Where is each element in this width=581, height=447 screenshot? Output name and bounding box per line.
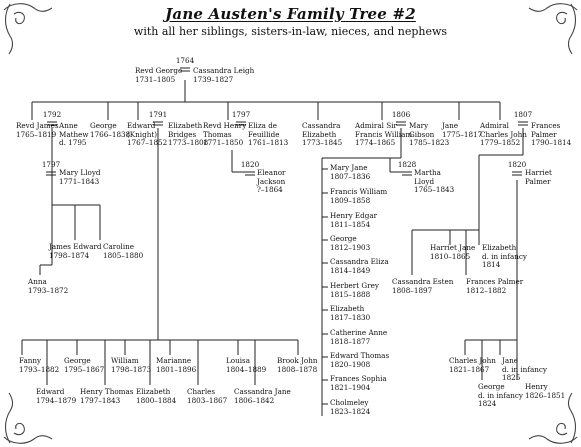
marriage-year-1791: 1791 bbox=[148, 110, 168, 119]
edward-child-fanny: Fanny 1793–1882 bbox=[19, 356, 60, 374]
person-george-infancy: George d. in infancy 1824 bbox=[478, 382, 523, 409]
person-francis-william: Admiral Sir Francis William 1774–1865 bbox=[355, 121, 413, 148]
edward-child-brook-john: Brook John 1808–1878 bbox=[277, 356, 318, 374]
diagram-subtitle: with all her siblings, sisters-in-law, n… bbox=[133, 25, 448, 38]
person-charles-john-jr: Charles John 1821–1867 bbox=[449, 356, 496, 374]
person-frances-palmer: Frances Palmer 1790–1814 bbox=[531, 121, 572, 148]
person-anna: Anna 1793–1872 bbox=[28, 277, 69, 295]
person-cassandra-elizabeth: Cassandra Elizabeth 1773–1845 bbox=[302, 121, 343, 148]
sibling-connectors bbox=[31, 80, 501, 120]
francis-child-6: Herbert Grey 1815–1888 bbox=[330, 281, 379, 299]
francis-child-9: Edward Thomas 1820–1908 bbox=[330, 351, 390, 369]
edward-child-william: William 1798–1873 bbox=[111, 356, 152, 374]
francis-branch bbox=[321, 128, 402, 416]
francis-child-5: Cassandra Eliza 1814–1849 bbox=[330, 257, 389, 275]
person-harriet-palmer: Harriet Palmer bbox=[525, 168, 552, 186]
francis-child-8: Catherine Anne 1818–1877 bbox=[330, 328, 388, 346]
corner-flourish-bottom-left bbox=[3, 392, 53, 444]
person-henry-jr: Henry 1826–1851 bbox=[525, 382, 566, 400]
person-cassandra-leigh: Cassandra Leigh 1739–1827 bbox=[193, 66, 255, 84]
edward-branch bbox=[21, 128, 299, 385]
person-revd-george: Revd George 1731–1805 bbox=[135, 66, 183, 84]
marriage-year-1792: 1792 bbox=[42, 110, 62, 119]
henry-branch bbox=[231, 150, 245, 173]
marriage-year-1820-eleanor: 1820 bbox=[240, 160, 260, 169]
person-jane: Jane 1775–1817 bbox=[442, 121, 483, 139]
francis-child-4: George 1812–1903 bbox=[330, 234, 371, 252]
person-james-edward: James Edward 1798–1874 bbox=[49, 242, 102, 260]
person-elizabeth-infancy: Elizabeth d. in infancy 1814 bbox=[482, 243, 527, 270]
francis-child-10: Frances Sophia 1821–1904 bbox=[330, 374, 387, 392]
person-harriet-jane: Harriet Jane 1810–1865 bbox=[430, 243, 476, 261]
edward-child-cassandra-jane: Cassandra Jane 1806–1842 bbox=[234, 387, 291, 405]
edward-child-henry-thomas: Henry Thomas 1797–1843 bbox=[80, 387, 134, 405]
corner-flourish-top-left bbox=[3, 3, 53, 55]
person-edward-knight: Edward (Knight) 1767–1852 bbox=[127, 121, 168, 148]
person-cassandra-esten: Cassandra Esten 1808–1897 bbox=[392, 277, 454, 295]
person-jane-infancy: Jane d. in infancy 1825 bbox=[502, 356, 547, 383]
francis-child-11: Cholmeley 1823–1824 bbox=[330, 398, 371, 416]
person-elizabeth-bridges: Elizabeth Bridges 1773–1808 bbox=[168, 121, 209, 148]
person-charles-john: Admiral Charles John 1779–1852 bbox=[480, 121, 527, 148]
edward-child-louisa: Louisa 1804–1889 bbox=[226, 356, 267, 374]
diagram-title: Jane Austen's Family Tree #2 bbox=[165, 5, 416, 23]
corner-flourish-top-right bbox=[528, 3, 578, 55]
marriage-year-1807: 1807 bbox=[513, 110, 533, 119]
person-frances-palmer-jr: Frances Palmer 1812–1882 bbox=[466, 277, 524, 295]
marriage-year-1820-harriet: 1820 bbox=[507, 160, 527, 169]
marriage-year-1828: 1828 bbox=[397, 160, 417, 169]
marriage-year-1764: 1764 bbox=[175, 56, 195, 65]
james-branch bbox=[39, 128, 101, 275]
person-caroline: Caroline 1805–1880 bbox=[103, 242, 144, 260]
person-revd-henry: Revd Henry Thomas 1771–1850 bbox=[203, 121, 247, 148]
corner-flourish-bottom-right bbox=[528, 392, 578, 444]
edward-child-elizabeth: Elizabeth 1800–1884 bbox=[136, 387, 177, 405]
marriage-year-1797: 1797 bbox=[231, 110, 251, 119]
francis-child-3: Henry Edgar 1811–1854 bbox=[330, 211, 378, 229]
edward-child-edward: Edward 1794–1879 bbox=[36, 387, 77, 405]
person-george: George 1766–1838 bbox=[90, 121, 131, 139]
charles-branch bbox=[411, 128, 524, 380]
edward-child-marianne: Marianne 1801–1896 bbox=[156, 356, 197, 374]
edward-child-george: George 1795–1867 bbox=[64, 356, 105, 374]
francis-child-1: Mary Jane 1807–1836 bbox=[330, 163, 371, 181]
marriage-year-1797-mary-lloyd: 1797 bbox=[41, 160, 61, 169]
edward-child-charles: Charles 1803–1867 bbox=[187, 387, 228, 405]
marriage-year-1806: 1806 bbox=[391, 110, 411, 119]
francis-child-7: Elizabeth 1817–1830 bbox=[330, 304, 371, 322]
francis-child-2: Francis William 1809–1858 bbox=[330, 187, 388, 205]
marriage-marks bbox=[46, 67, 528, 176]
person-anne-mathew: Anne Mathew d. 1795 bbox=[59, 121, 89, 148]
person-mary-lloyd: Mary Lloyd 1771–1843 bbox=[59, 168, 101, 186]
person-martha-lloyd: Martha Lloyd 1765–1843 bbox=[414, 168, 455, 195]
person-mary-gibson: Mary Gibson 1785–1823 bbox=[409, 121, 450, 148]
person-revd-james: Revd James 1765–1819 bbox=[16, 121, 59, 139]
person-eleanor-jackson: Eleanor Jackson ?–1864 bbox=[257, 168, 286, 195]
person-eliza-de-feuillide: Eliza de Feuillide 1761–1813 bbox=[248, 121, 289, 148]
